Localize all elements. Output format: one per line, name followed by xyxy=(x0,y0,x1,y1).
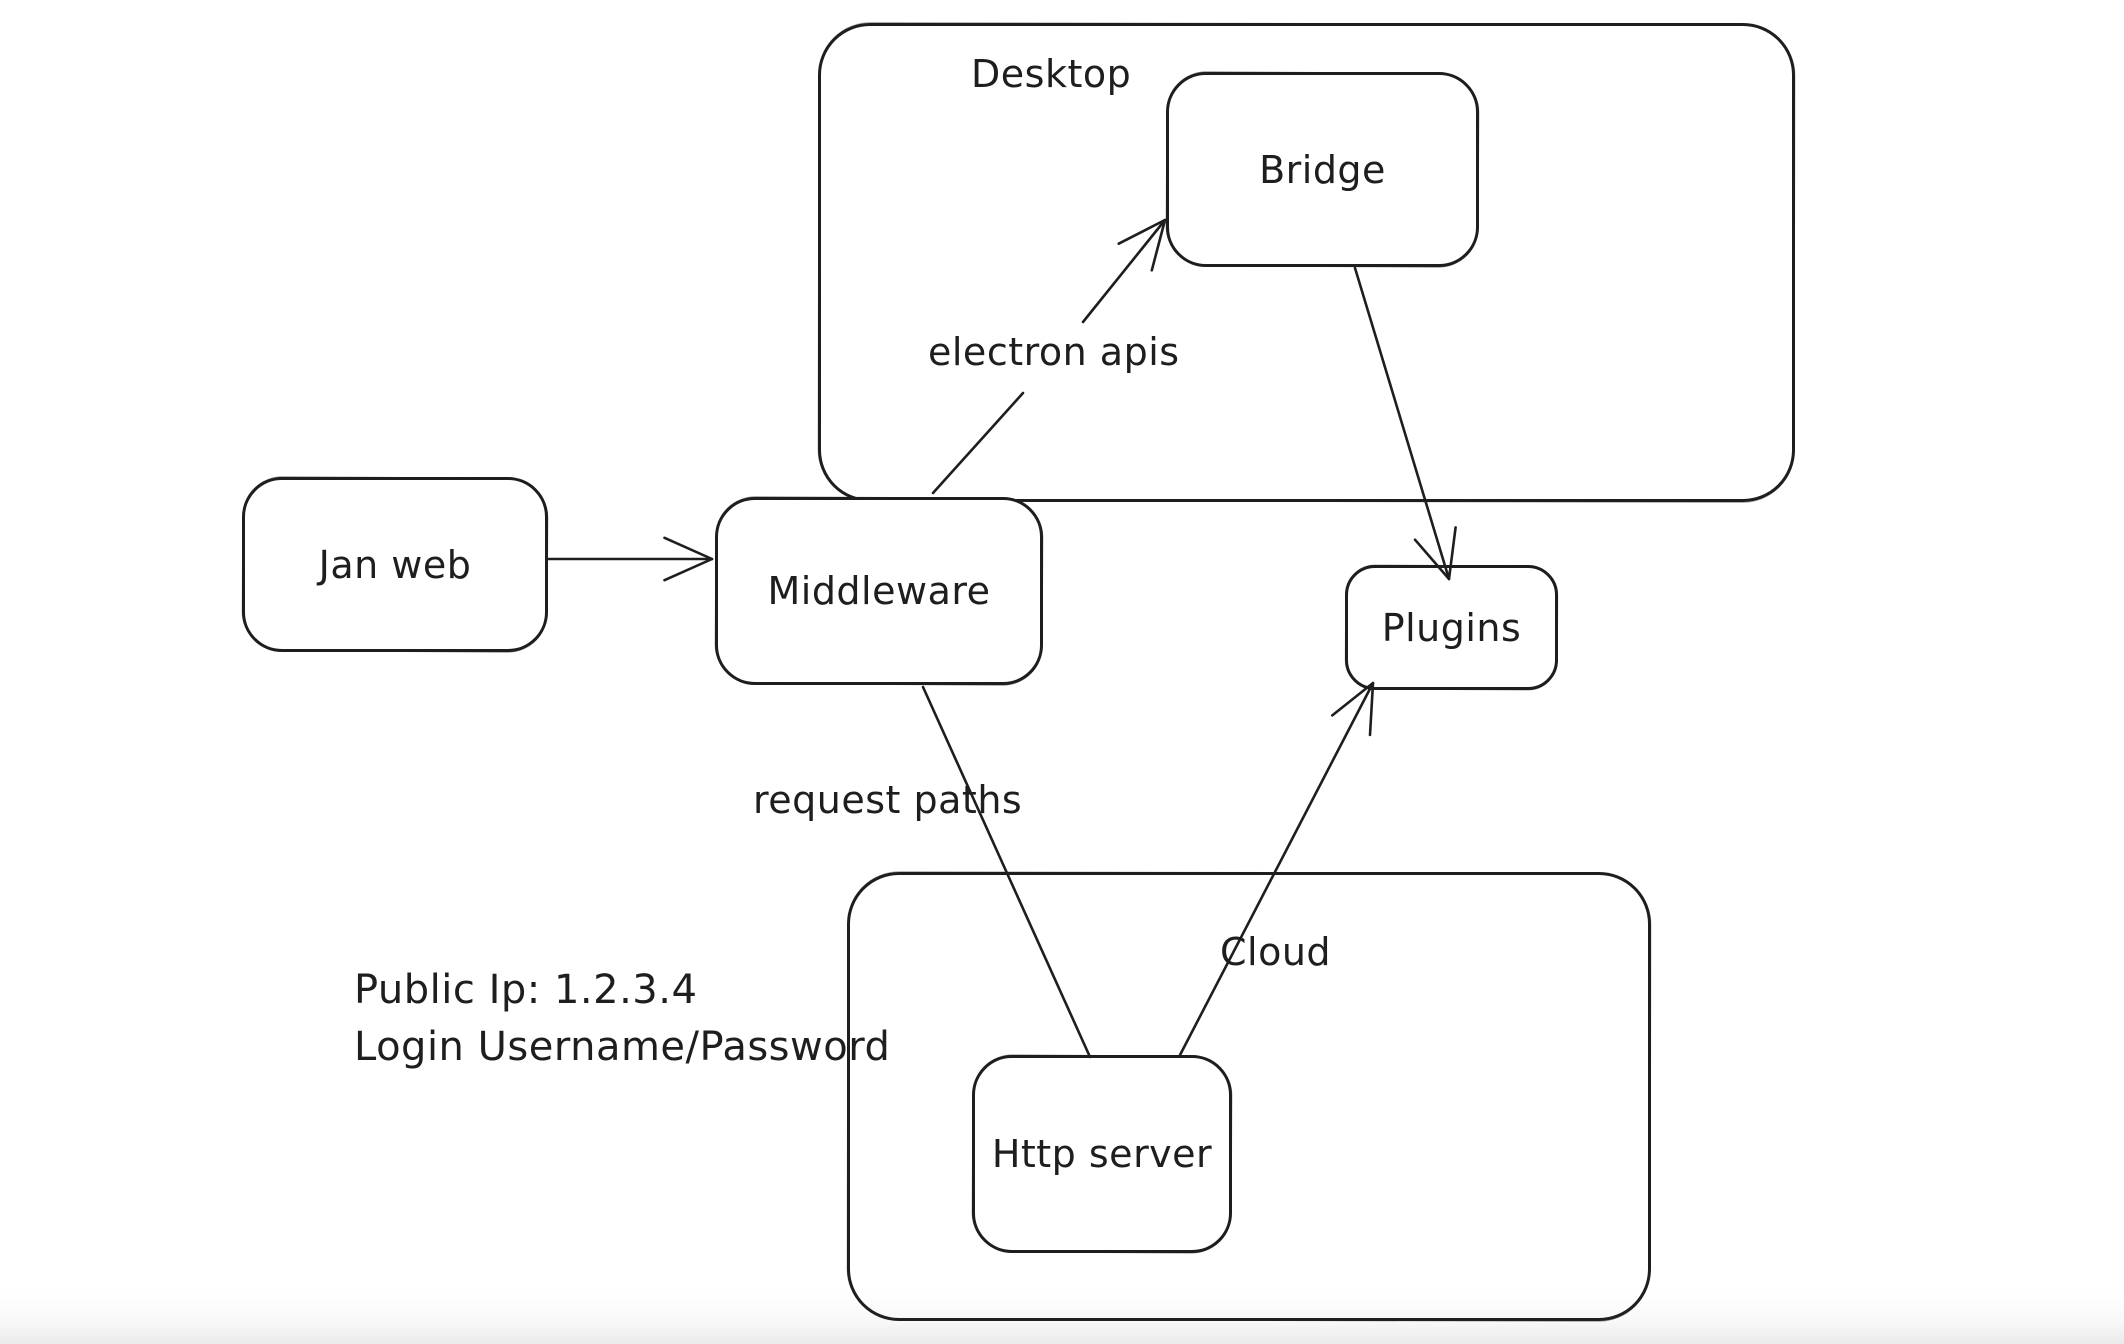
node-middleware[interactable]: Middleware xyxy=(715,497,1043,685)
arrowhead-bridge-to-plugins xyxy=(1413,526,1457,581)
edge-bridge-to-plugins[interactable] xyxy=(1353,266,1457,581)
edge-middleware-to-bridge-lower[interactable] xyxy=(931,391,1025,495)
annotation-line-2: Login Username/Password xyxy=(354,1024,891,1070)
container-desktop-label: Desktop xyxy=(971,52,1132,96)
container-desktop[interactable]: Desktop xyxy=(818,23,1795,502)
arrowhead-janweb-to-middleware xyxy=(663,536,714,582)
container-cloud-label: Cloud xyxy=(1220,930,1332,974)
arrowhead-middleware-to-bridge-upper xyxy=(1117,218,1167,272)
edge-middleware-to-bridge-upper[interactable] xyxy=(1081,218,1167,324)
edge-middleware-to-httpserver[interactable] xyxy=(921,685,1092,1059)
node-jan-web[interactable]: Jan web xyxy=(242,477,548,652)
edge-label-electron-apis[interactable]: electron apis xyxy=(928,330,1180,374)
node-bridge[interactable]: Bridge xyxy=(1166,72,1479,267)
node-http-server-label: Http server xyxy=(991,1132,1213,1176)
edge-label-request-paths[interactable]: request paths xyxy=(753,778,1023,822)
edge-janweb-to-middleware[interactable] xyxy=(547,536,714,582)
node-http-server[interactable]: Http server xyxy=(972,1055,1232,1253)
node-plugins[interactable]: Plugins xyxy=(1345,565,1558,690)
node-bridge-label: Bridge xyxy=(1259,147,1386,192)
node-plugins-label: Plugins xyxy=(1381,605,1522,650)
annotation-line-1: Public Ip: 1.2.3.4 xyxy=(354,967,698,1013)
edge-httpserver-to-plugins[interactable] xyxy=(1178,681,1375,1057)
arrowhead-httpserver-to-plugins xyxy=(1331,681,1375,737)
node-middleware-label: Middleware xyxy=(767,569,991,613)
node-jan-web-label: Jan web xyxy=(318,542,472,587)
container-cloud[interactable]: Cloud xyxy=(847,872,1651,1321)
